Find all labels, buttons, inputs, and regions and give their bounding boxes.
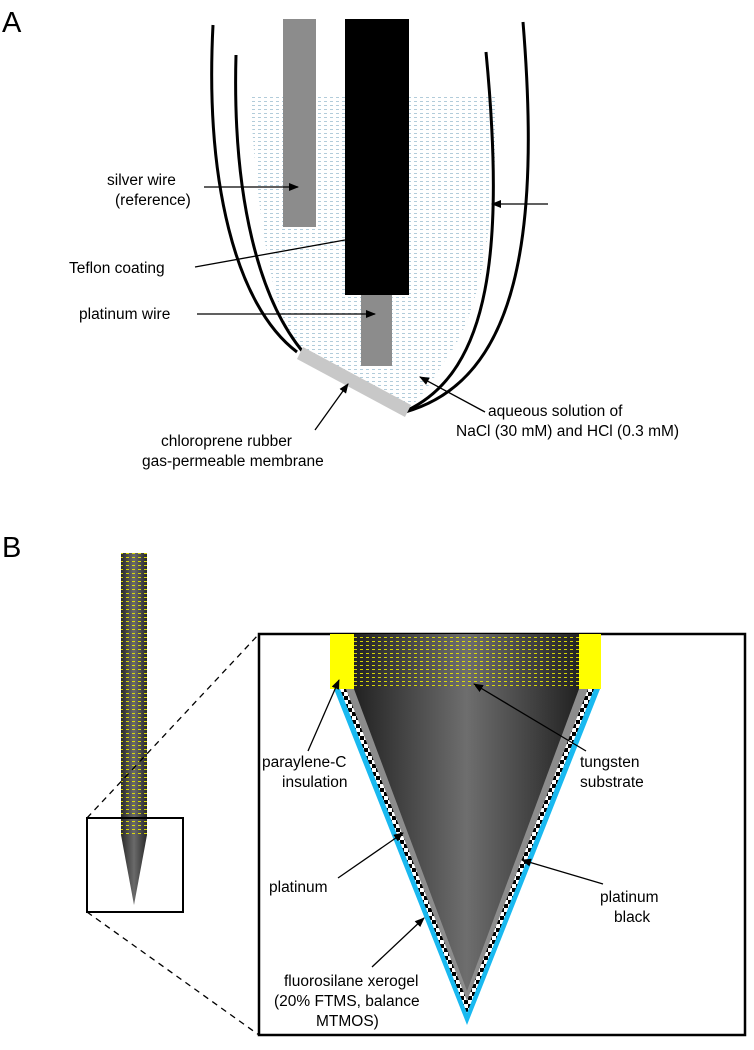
arrow-teflon-coating <box>194 239 346 268</box>
electrode-sensor-schematic <box>210 19 530 417</box>
label-platinum-black-line2: black <box>614 909 650 926</box>
label-teflon-coating: Teflon coating <box>69 260 165 277</box>
label-xerogel-line3: MTMOS) <box>316 1013 379 1030</box>
arrow-solution <box>419 376 486 413</box>
label-tungsten-line2: substrate <box>580 774 644 791</box>
label-solution-line2: NaCl (30 mM) and HCl (0.3 mM) <box>456 423 679 440</box>
insulation-left <box>330 634 354 689</box>
zoom-line-top <box>86 633 260 819</box>
zoom-line-bottom <box>86 911 260 1036</box>
label-insulation-line2: insulation <box>282 774 348 791</box>
label-silver-wire: silver wire <box>107 172 176 189</box>
enlarged-tip <box>257 632 747 1037</box>
label-silver-wire-reference: (reference) <box>115 192 191 209</box>
probe-shaft-insulation <box>121 553 147 835</box>
label-solution-line1: aqueous solution of <box>488 403 623 420</box>
label-platinum: platinum <box>269 879 328 896</box>
arrow-xerogel <box>371 917 425 968</box>
label-platinum-black-line1: platinum <box>600 889 659 906</box>
label-membrane-line2: gas-permeable membrane <box>142 453 324 470</box>
arrow-platinum-black <box>521 858 604 885</box>
arrow-tungsten <box>473 683 587 752</box>
label-xerogel-line2: (20% FTMS, balance <box>274 993 420 1010</box>
inner-wall-left <box>234 54 305 353</box>
panel-a-letter: A <box>2 7 22 39</box>
teflon-coating <box>345 19 409 295</box>
tip-shaft-top-dots <box>354 634 579 689</box>
label-tungsten-line1: tungsten <box>580 754 639 771</box>
outer-wall-right <box>404 21 530 414</box>
gas-permeable-membrane <box>297 347 411 417</box>
label-xerogel-line1: fluorosilane xerogel <box>284 973 418 990</box>
label-platinum-wire: platinum wire <box>79 306 170 323</box>
outer-wall-left <box>210 24 298 354</box>
panel-b-letter: B <box>2 532 21 564</box>
arrow-platinum <box>337 832 404 879</box>
arrow-membrane <box>314 383 349 431</box>
arrow-insulation <box>307 679 340 752</box>
probe-zoom-box <box>86 817 184 913</box>
microelectrode-probe <box>86 553 184 913</box>
label-membrane-line1: chloroprene rubber <box>161 433 292 450</box>
silver-wire <box>283 19 316 227</box>
tungsten-substrate <box>354 689 579 991</box>
platinum-wire <box>361 295 392 366</box>
inner-wall-right <box>407 51 495 412</box>
probe-tip <box>121 835 147 905</box>
insulation-right <box>579 634 601 689</box>
label-insulation-line1: paraylene-C <box>262 754 346 771</box>
